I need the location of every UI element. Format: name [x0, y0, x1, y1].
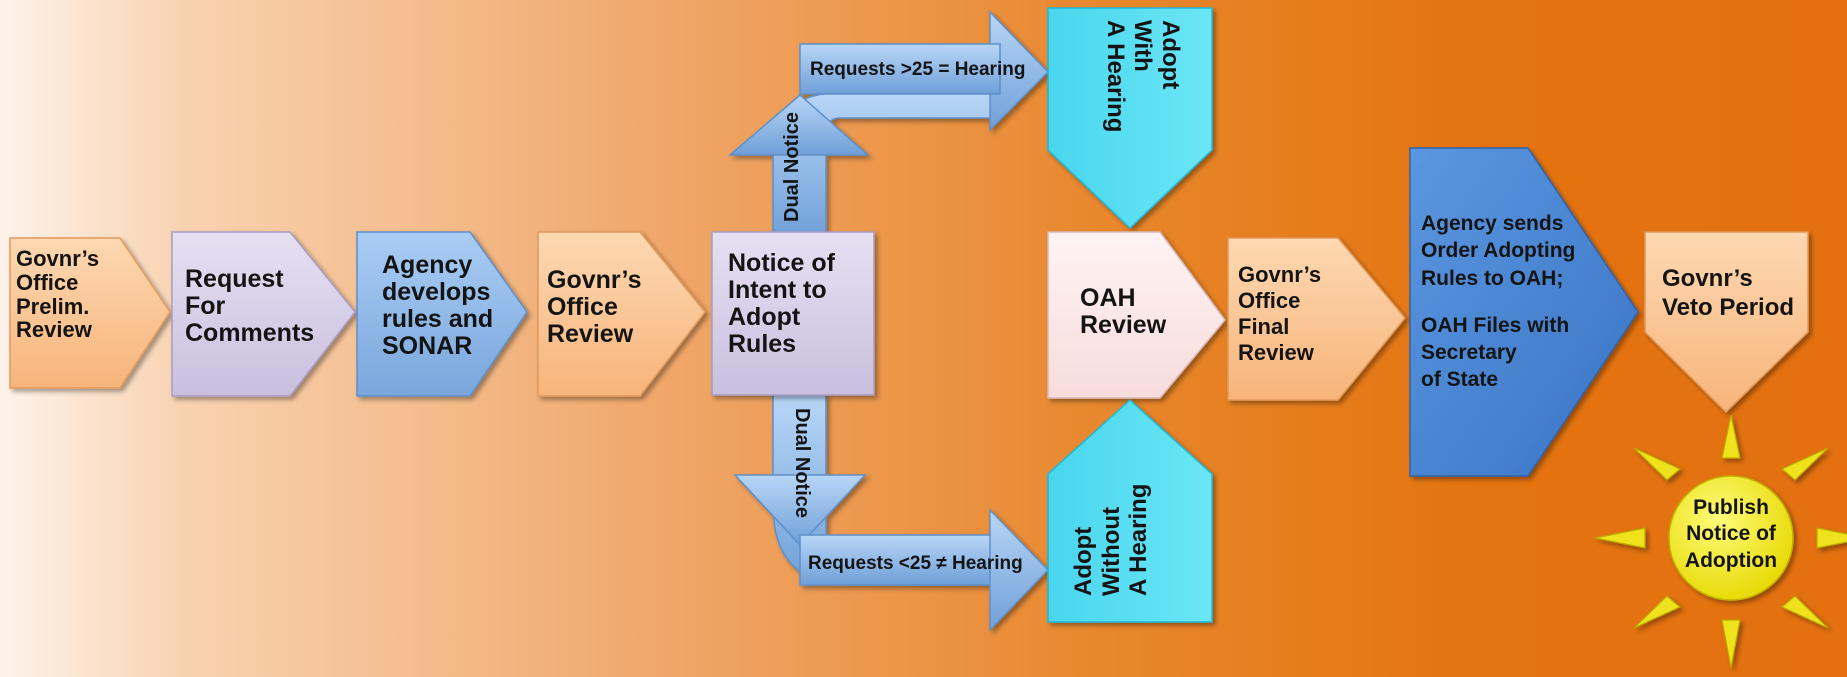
publish-sun	[1594, 414, 1847, 669]
dual-notice-up-label: Dual Notice	[781, 111, 803, 222]
no-hearing-request-label: Requests <25 ≠ Hearing	[808, 553, 1023, 574]
govnr-final-shape	[1227, 237, 1406, 401]
veto-period-shape	[1644, 231, 1809, 414]
dual-notice-down-label: Dual Notice	[791, 408, 813, 519]
oah-review-shape	[1047, 231, 1226, 399]
publish-circle	[1668, 475, 1794, 601]
notice-intent-shape	[711, 231, 875, 396]
dual-notice-up-pipe	[727, 10, 1050, 239]
agency-sends-shape	[1409, 147, 1639, 477]
govnr-prelim-review-shape	[9, 237, 171, 389]
request-comments-shape	[171, 231, 356, 397]
govnr-review-shape	[537, 231, 706, 397]
hearing-request-label: Requests >25 = Hearing	[810, 59, 1026, 80]
adopt-without-hearing-shape	[1047, 398, 1213, 623]
dual-notice-down-pipe	[733, 394, 1050, 632]
adopt-with-hearing-shape	[1047, 7, 1213, 230]
agency-develops-shape	[356, 231, 528, 397]
